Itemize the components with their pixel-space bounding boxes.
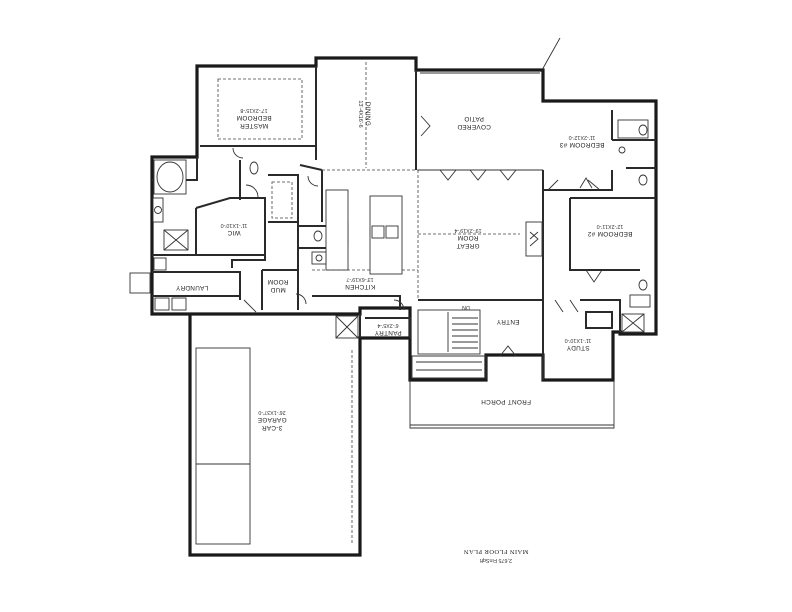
svg-text:GREAT: GREAT: [456, 242, 479, 249]
room-garage: 3-CAR GARAGE 26'-1X37'-0: [257, 409, 286, 431]
room-mud-room: MUD ROOM: [267, 278, 288, 293]
plan-title: MAIN FLOOR PLAN: [464, 548, 529, 555]
svg-text:BEDROOM #3: BEDROOM #3: [559, 141, 604, 148]
svg-text:13'-6X19'-7: 13'-6X19'-7: [346, 276, 373, 282]
room-entry: ENTRY: [496, 318, 519, 325]
svg-text:3-CAR: 3-CAR: [262, 424, 283, 431]
svg-text:11'-2X12'-0: 11'-2X12'-0: [569, 134, 596, 140]
svg-text:STUDY: STUDY: [566, 344, 590, 351]
room-wic: WIC 11'-1X10'-0: [221, 222, 248, 236]
svg-text:ROOM: ROOM: [457, 234, 478, 241]
svg-text:FRONT PORCH: FRONT PORCH: [481, 398, 531, 405]
shower-icon: [163, 229, 189, 251]
svg-text:PATIO: PATIO: [464, 115, 484, 122]
svg-text:BEDROOM #2: BEDROOM #2: [587, 230, 632, 237]
svg-text:MASTER: MASTER: [240, 122, 269, 129]
doors: [232, 115, 603, 357]
room-front-porch: FRONT PORCH: [481, 398, 531, 405]
room-labels: MASTER BEDROOM 17'-2X15'-8 DINING 13'-4X…: [175, 100, 632, 431]
stair-note: DN: [462, 304, 470, 310]
svg-text:DN: DN: [462, 304, 470, 310]
svg-text:11'-1X10'-0: 11'-1X10'-0: [565, 337, 592, 343]
svg-text:19'-2X19'-4: 19'-2X19'-4: [454, 227, 481, 233]
svg-text:26'-1X37'-0: 26'-1X37'-0: [258, 409, 285, 415]
svg-text:PANTRY: PANTRY: [374, 329, 402, 336]
svg-text:DINING: DINING: [364, 102, 371, 126]
room-bedroom-3: BEDROOM #3 11'-2X12'-0: [559, 134, 604, 148]
svg-text:KITCHEN: KITCHEN: [345, 283, 375, 290]
svg-text:ROOM: ROOM: [267, 278, 288, 285]
ceiling-lines: [217, 62, 520, 300]
room-bedroom-2: BEDROOM #2 12'-2X11'-0: [587, 223, 632, 237]
svg-text:12'-2X11'-0: 12'-2X11'-0: [597, 223, 624, 229]
svg-text:17'-2X15'-8: 17'-2X15'-8: [240, 107, 267, 113]
svg-text:BEDROOM: BEDROOM: [236, 114, 271, 121]
room-pantry: PANTRY 6'-2X5'-4: [374, 322, 402, 336]
svg-text:WIC: WIC: [227, 229, 240, 236]
svg-text:GARAGE: GARAGE: [257, 416, 286, 423]
room-great-room: GREAT ROOM 19'-2X19'-4: [454, 227, 481, 249]
svg-text:13'-4X16'-6: 13'-4X16'-6: [357, 100, 363, 127]
room-study: STUDY 11'-1X10'-0: [565, 337, 592, 351]
plan-area: 2,675 FinSqft: [479, 557, 512, 563]
svg-text:11'-1X10'-0: 11'-1X10'-0: [221, 222, 248, 228]
exterior-walls: [150, 37, 658, 557]
svg-text:COVERED: COVERED: [457, 123, 491, 130]
room-kitchen: KITCHEN 13'-6X19'-7: [345, 276, 375, 290]
svg-text:6'-2X5'-4: 6'-2X5'-4: [377, 322, 398, 328]
fixtures: [129, 119, 651, 545]
room-covered-patio: COVERED PATIO: [457, 115, 491, 130]
room-dining: DINING 13'-4X16'-6: [357, 100, 371, 127]
interior-walls: [152, 66, 656, 380]
plan-title-block: MAIN FLOOR PLAN 2,675 FinSqft: [464, 548, 529, 563]
svg-text:ENTRY: ENTRY: [496, 318, 519, 325]
front-porch: [409, 380, 615, 429]
room-laundry: LAUNDRY: [175, 284, 208, 291]
svg-text:LAUNDRY: LAUNDRY: [175, 284, 208, 291]
shelf-icon: [335, 315, 359, 339]
svg-text:MUD: MUD: [270, 286, 286, 293]
room-master-bedroom: MASTER BEDROOM 17'-2X15'-8: [236, 107, 271, 129]
